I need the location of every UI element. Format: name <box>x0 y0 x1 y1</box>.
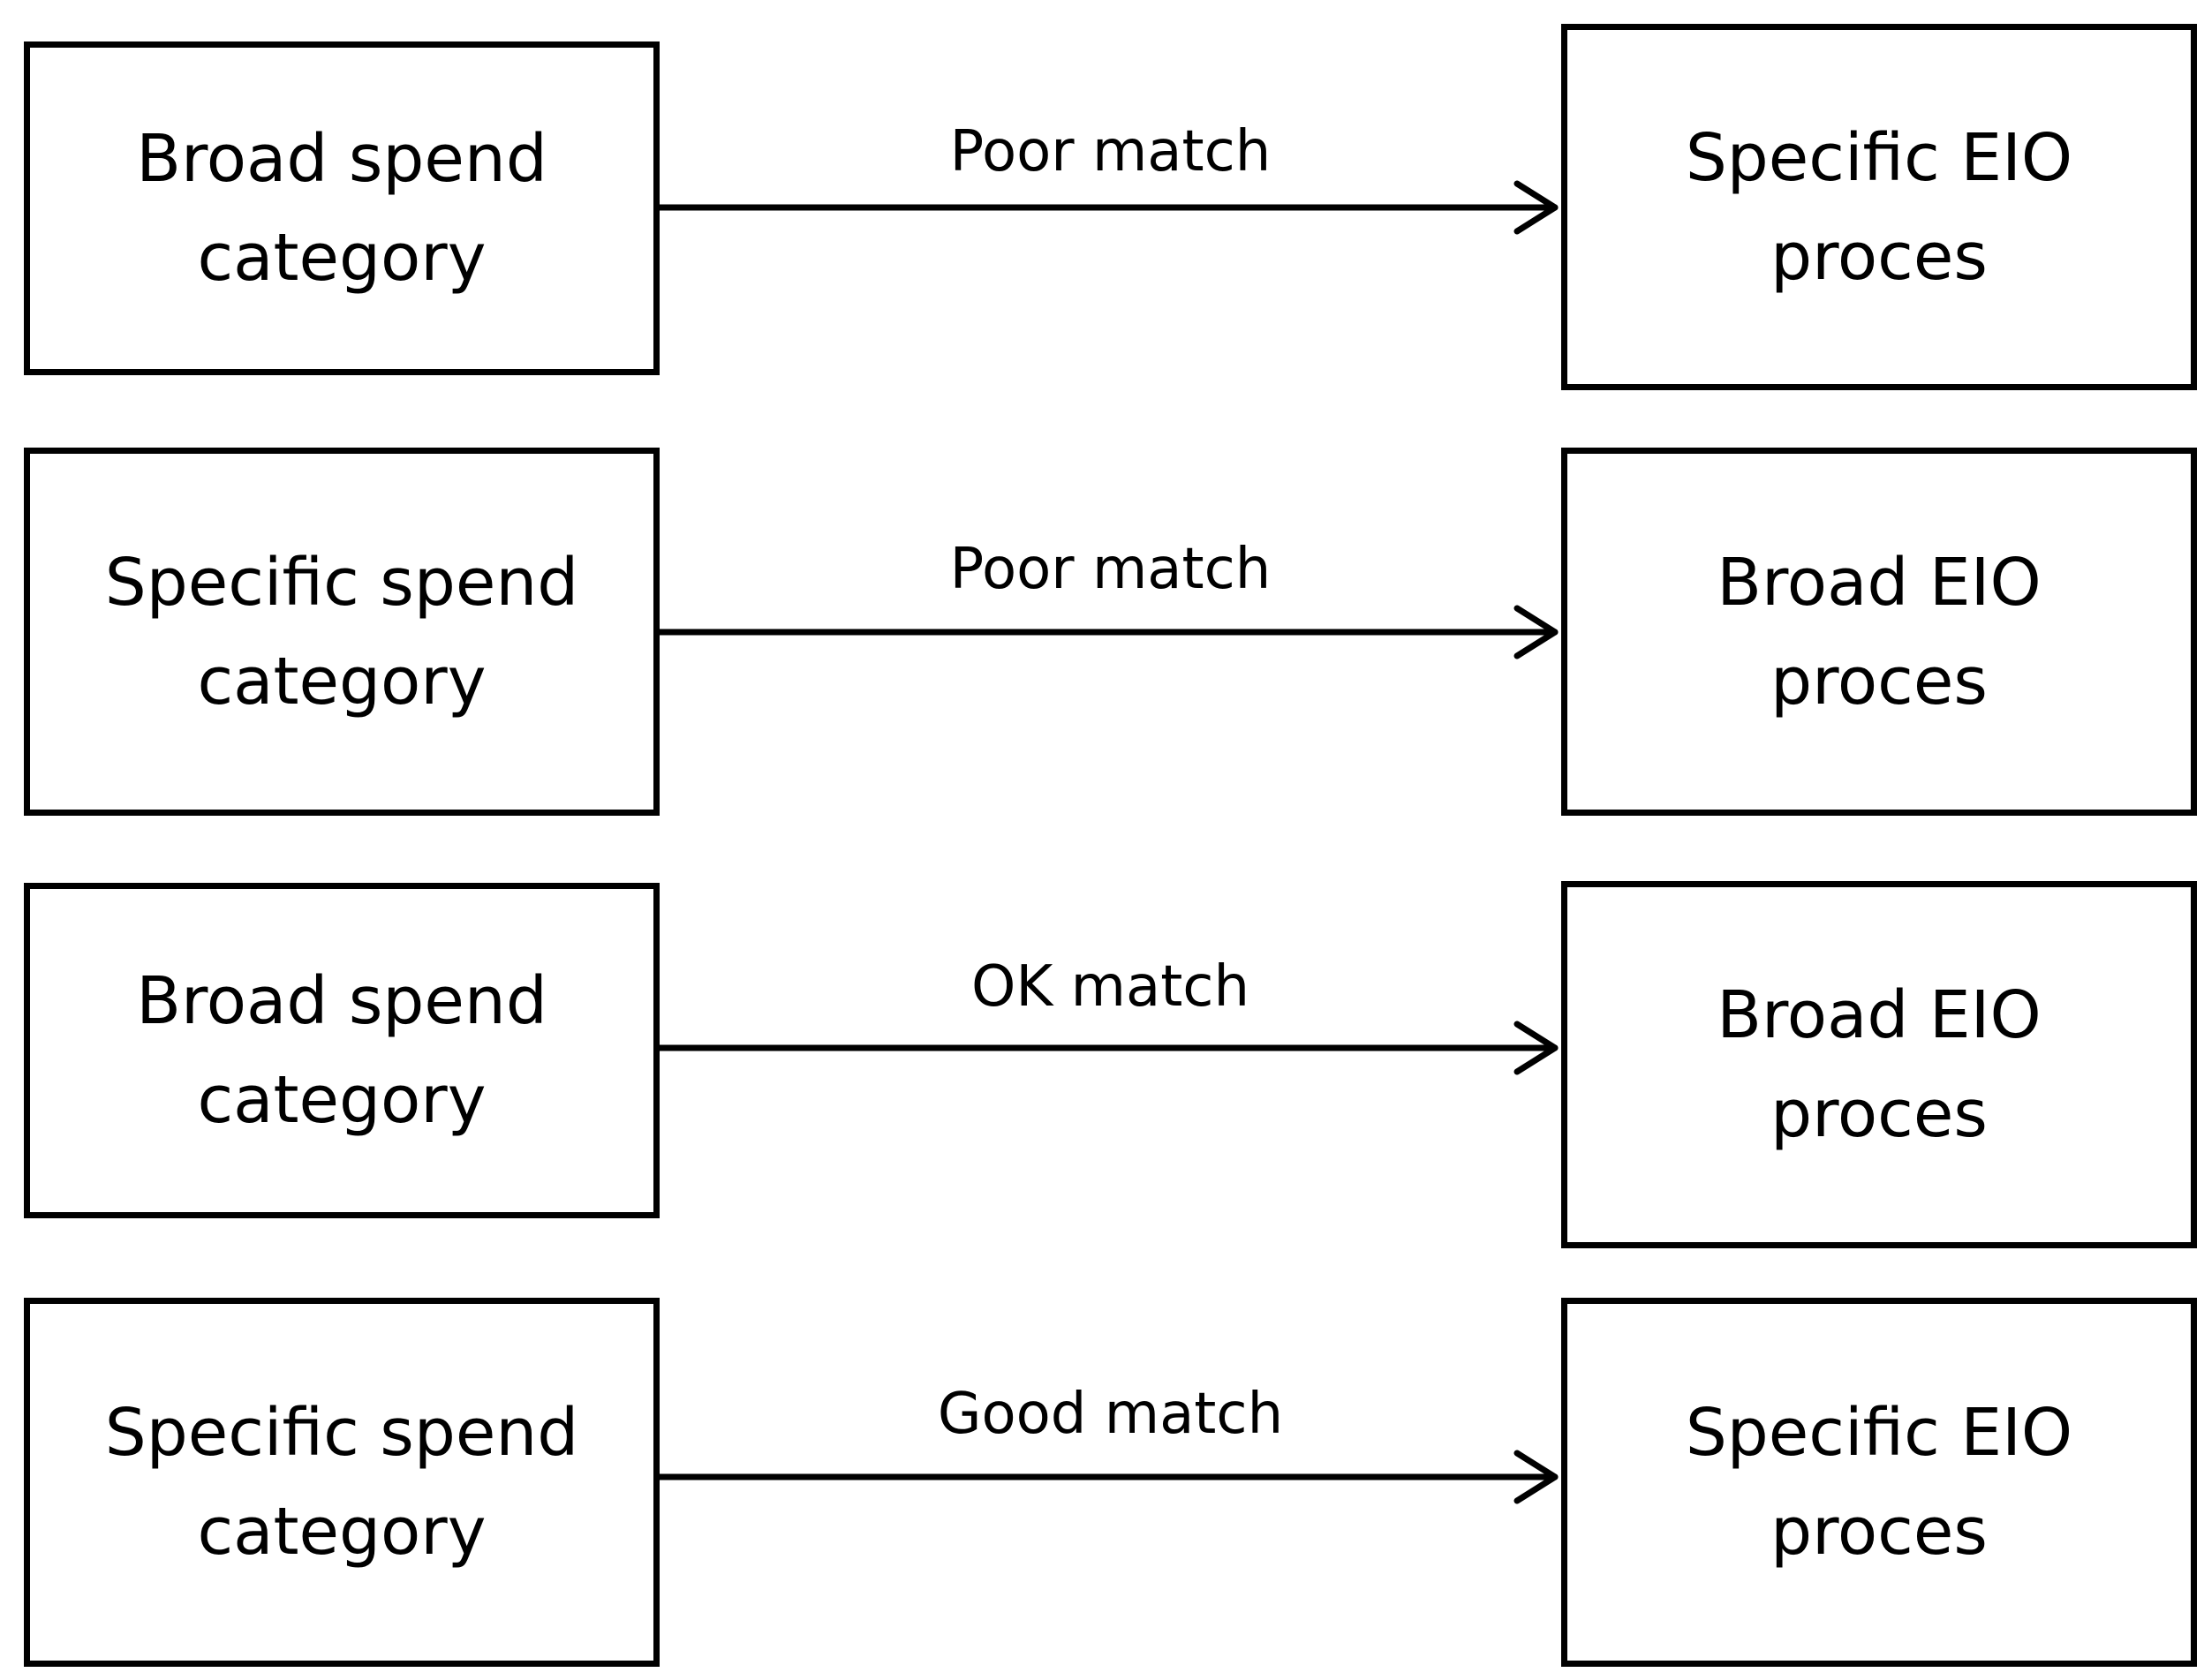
target-box-row-4-line-2: proces <box>1770 1494 1988 1570</box>
arrow-row-4 <box>656 1450 1559 1504</box>
arrow-row-1 <box>656 180 1559 235</box>
source-box-row-4-line-1: Specific spend <box>104 1395 579 1471</box>
source-box-row-1-line-1: Broad spend <box>136 121 547 197</box>
source-box-row-4: Specific spend category <box>24 1298 660 1667</box>
arrow-row-2 <box>656 605 1559 659</box>
target-box-row-2-line-1: Broad EIO <box>1717 544 2042 621</box>
source-box-row-3-line-2: category <box>197 1062 487 1138</box>
relation-label-row-4: Good match <box>937 1382 1284 1447</box>
target-box-row-2-line-2: proces <box>1770 643 1988 719</box>
source-box-row-3-line-1: Broad spend <box>136 963 547 1039</box>
source-box-row-1-line-2: category <box>197 220 487 296</box>
target-box-row-1-line-1: Specific EIO <box>1685 119 2073 196</box>
target-box-row-4: Specific EIO proces <box>1561 1298 2197 1667</box>
source-box-row-1: Broad spend category <box>24 41 660 375</box>
relation-label-row-2: Poor match <box>949 537 1272 602</box>
relation-label-row-3: OK match <box>970 954 1250 1020</box>
source-box-row-4-line-2: category <box>197 1494 487 1570</box>
source-box-row-2-line-1: Specific spend <box>104 544 579 621</box>
target-box-row-1: Specific EIO proces <box>1561 24 2197 390</box>
target-box-row-2: Broad EIO proces <box>1561 448 2197 816</box>
arrow-row-3 <box>656 1021 1559 1075</box>
source-box-row-2: Specific spend category <box>24 448 660 816</box>
target-box-row-3-line-2: proces <box>1770 1076 1988 1152</box>
source-box-row-3: Broad spend category <box>24 883 660 1218</box>
target-box-row-3: Broad EIO proces <box>1561 881 2197 1248</box>
target-box-row-4-line-1: Specific EIO <box>1685 1395 2073 1471</box>
source-box-row-2-line-2: category <box>197 643 487 719</box>
target-box-row-3-line-1: Broad EIO <box>1717 977 2042 1053</box>
target-box-row-1-line-2: proces <box>1770 218 1988 295</box>
relation-label-row-1: Poor match <box>949 119 1272 185</box>
